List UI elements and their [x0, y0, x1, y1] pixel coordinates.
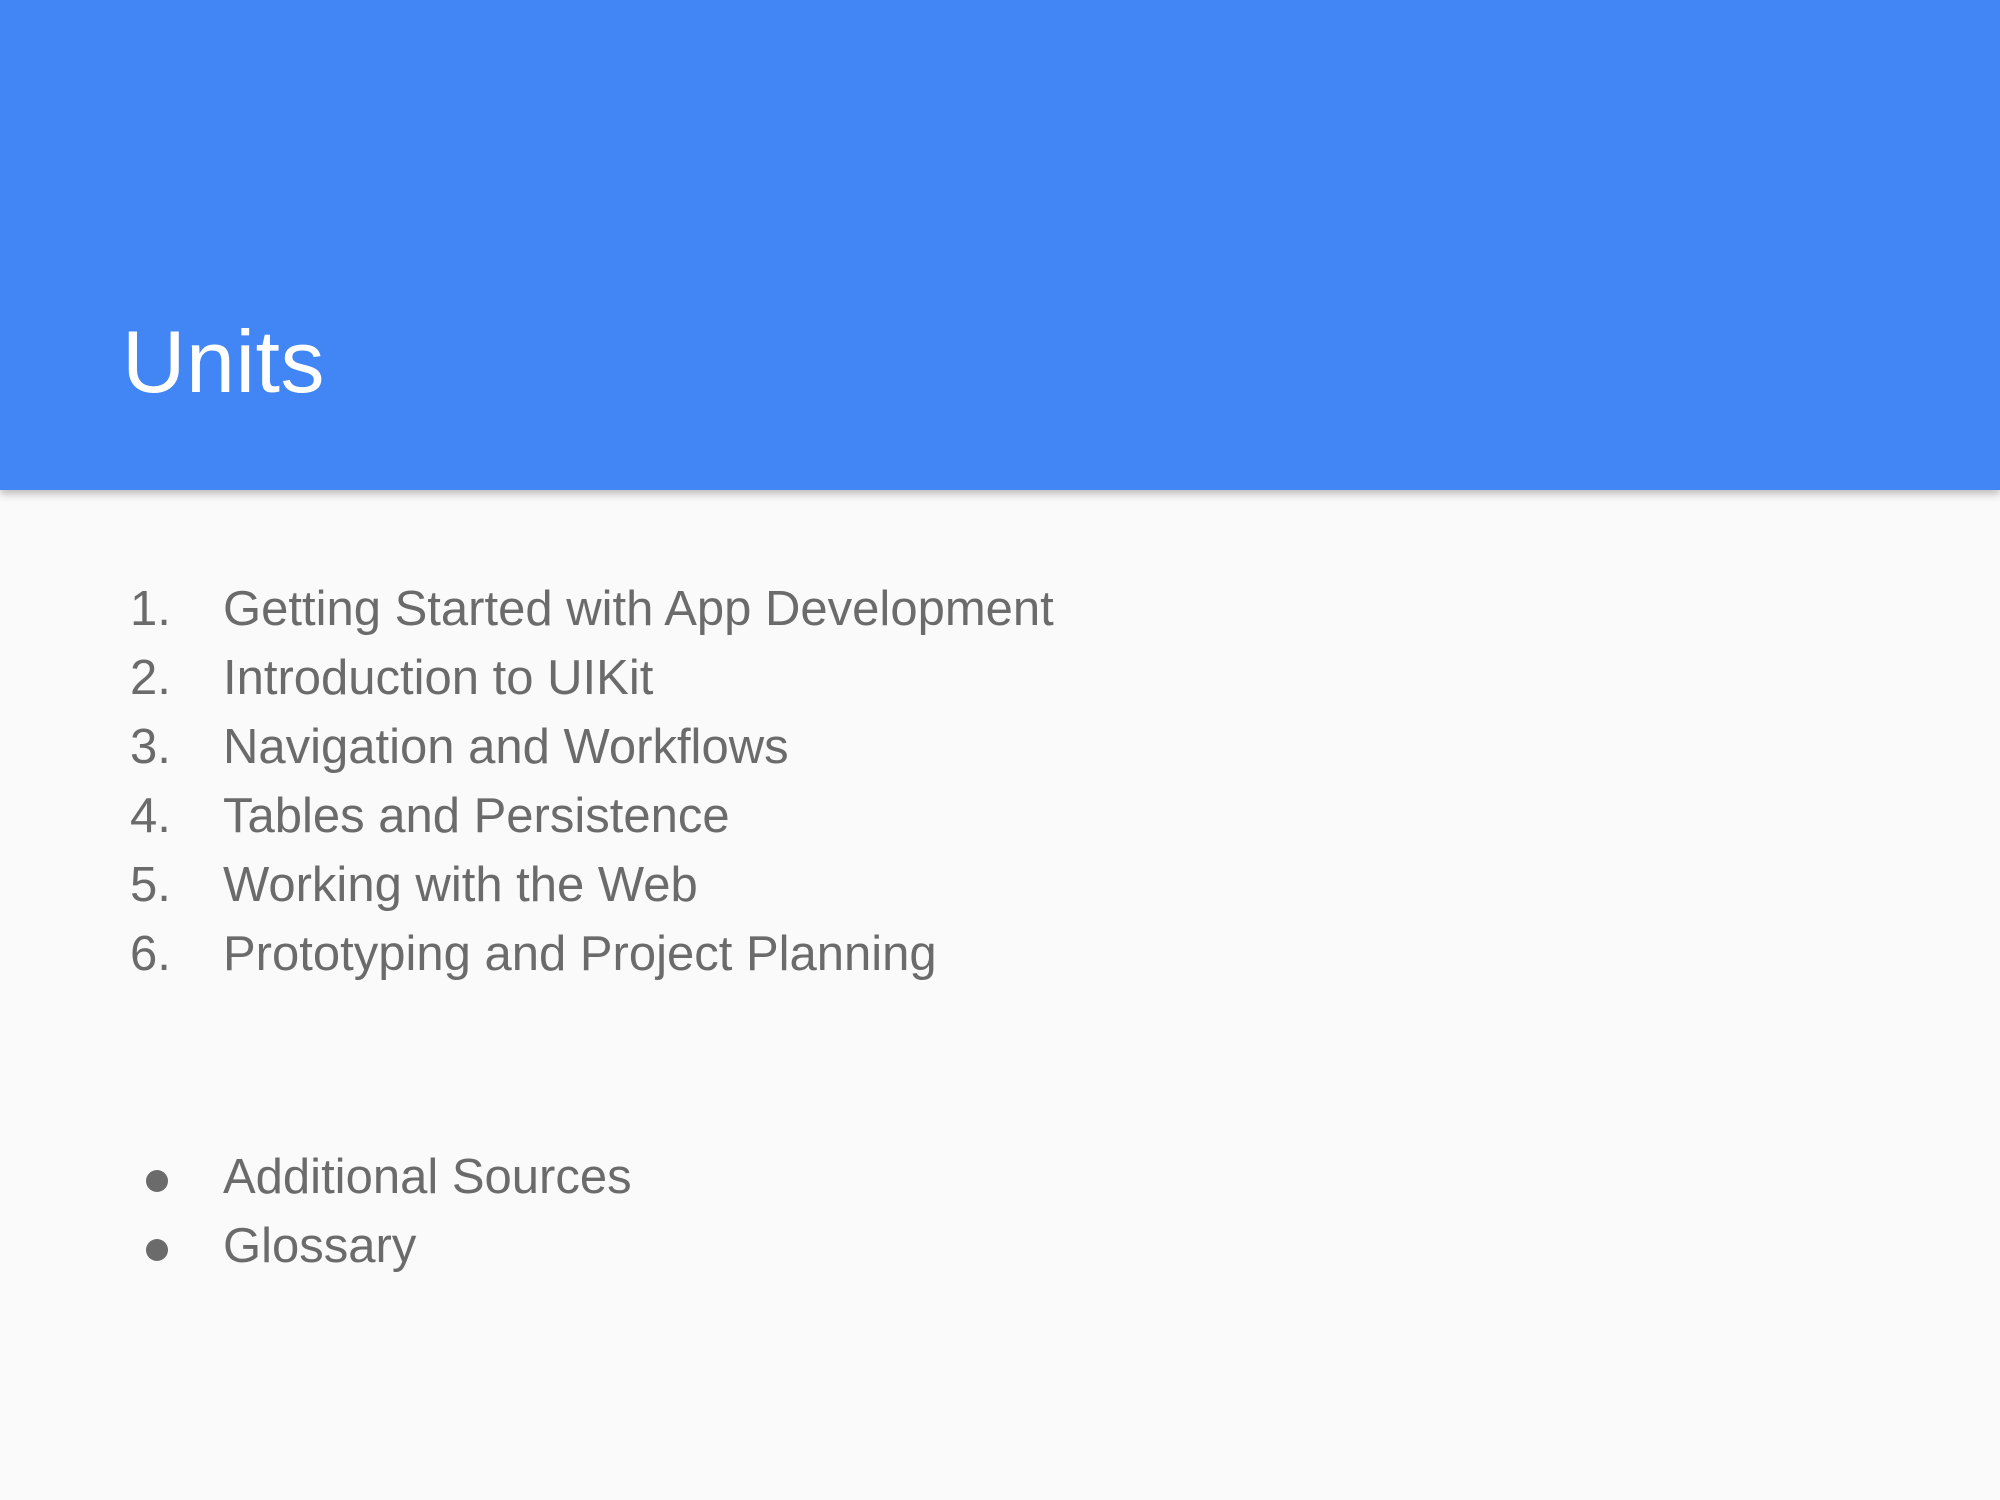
unit-number: 5. — [130, 858, 171, 912]
unit-number: 3. — [130, 720, 171, 774]
extra-label: Additional Sources — [223, 1150, 632, 1204]
unit-label: Working with the Web — [223, 858, 698, 912]
unit-label: Introduction to UIKit — [223, 651, 654, 705]
unit-number: 2. — [130, 651, 171, 705]
unit-number: 6. — [130, 927, 171, 981]
unit-number: 1. — [130, 582, 171, 636]
bullet-icon — [146, 1170, 168, 1192]
unit-label: Getting Started with App Development — [223, 582, 1054, 636]
slide-title: Units — [122, 312, 325, 411]
unit-number: 4. — [130, 789, 171, 843]
unit-label: Prototyping and Project Planning — [223, 927, 937, 981]
slide-header: Units — [0, 0, 2000, 490]
unit-label: Tables and Persistence — [223, 789, 730, 843]
bullet-icon — [146, 1239, 168, 1261]
unit-label: Navigation and Workflows — [223, 720, 789, 774]
extra-label: Glossary — [223, 1219, 417, 1273]
